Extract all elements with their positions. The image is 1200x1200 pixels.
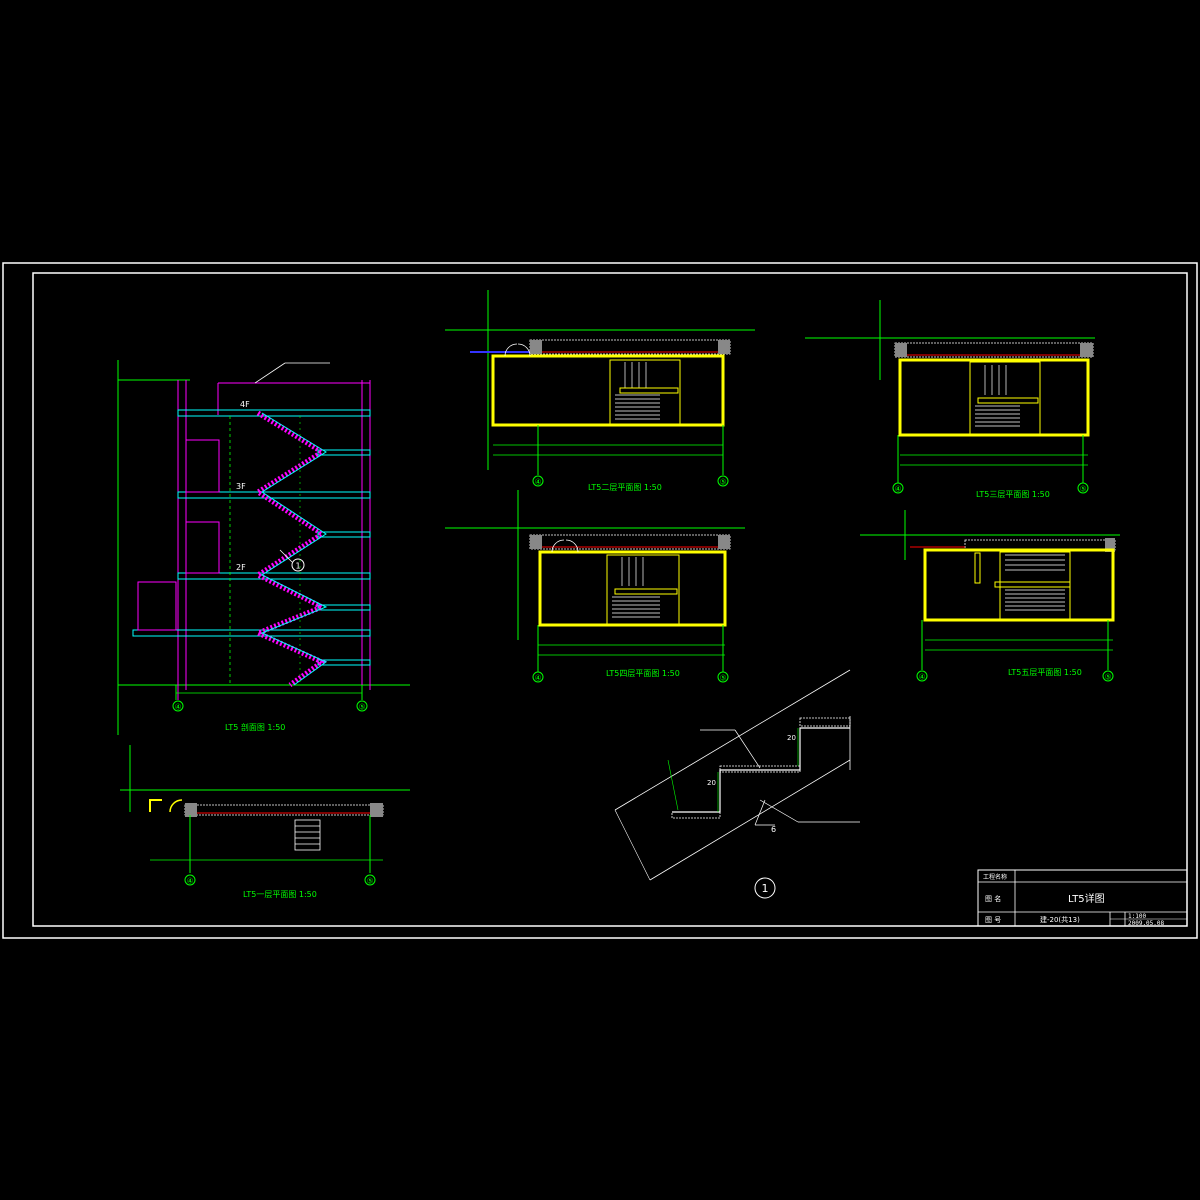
floor-label-2f: 2F — [236, 563, 246, 572]
plan-1-title: LT5一层平面图 1:50 — [243, 890, 317, 899]
plan-5-axis-left: ④ — [919, 673, 926, 682]
plan-5-axis-right: ⑤ — [1105, 673, 1112, 682]
plan-2-axis-left: ④ — [535, 478, 542, 487]
plan-5-view — [860, 510, 1120, 682]
section-view — [117, 360, 410, 735]
section-axis-right: ⑤ — [359, 703, 366, 712]
plan-3-axis-right: ⑤ — [1080, 485, 1087, 494]
title-block-number-value: 建-20(共13) — [1040, 915, 1080, 924]
floor-label-4f: 4F — [240, 400, 250, 409]
section-detail-marker: 1 — [296, 562, 301, 571]
plan-5-title: LT5五层平面图 1:50 — [1008, 668, 1082, 677]
plan-2-title: LT5二层平面图 1:50 — [588, 483, 662, 492]
plan-1-axis-right: ⑤ — [367, 877, 374, 886]
plan-3-view — [805, 300, 1095, 494]
title-block-drawing-name: LT5详图 — [1068, 892, 1105, 905]
plan-2-view — [445, 290, 755, 487]
plan-1-axis-left: ④ — [187, 877, 194, 886]
detail-dim-lower: 20 — [707, 779, 716, 787]
detail-marker: 1 — [762, 882, 769, 895]
outer-frame — [2, 262, 1198, 939]
inner-frame — [32, 272, 1188, 927]
title-block-drawing-label: 图 名 — [985, 894, 1001, 903]
title-block-number-label: 图 号 — [985, 916, 1001, 924]
plan-4-title: LT5四层平面图 1:50 — [606, 669, 680, 678]
stair-detail-view — [614, 669, 860, 899]
detail-dim-upper: 20 — [787, 734, 796, 742]
floor-label-3f: 3F — [236, 482, 246, 491]
title-block-date: 2009.05.08 — [1128, 920, 1165, 927]
plan-2-axis-right: ⑤ — [720, 478, 727, 487]
title-block — [977, 869, 1188, 927]
plan-3-axis-left: ④ — [895, 485, 902, 494]
plan-3-title: LT5三层平面图 1:50 — [976, 490, 1050, 499]
title-block-project-label: 工程名称 — [983, 873, 1007, 881]
plan-4-axis-right: ⑤ — [720, 674, 727, 683]
detail-tag: 6 — [771, 825, 776, 834]
plan-4-axis-left: ④ — [535, 674, 542, 683]
section-axis-left: ④ — [175, 703, 182, 712]
plan-1-view — [120, 745, 410, 886]
title-block-scale: 1:100 — [1128, 913, 1146, 920]
section-title: LT5 剖面图 1:50 — [225, 722, 285, 732]
plan-4-view — [445, 490, 745, 683]
